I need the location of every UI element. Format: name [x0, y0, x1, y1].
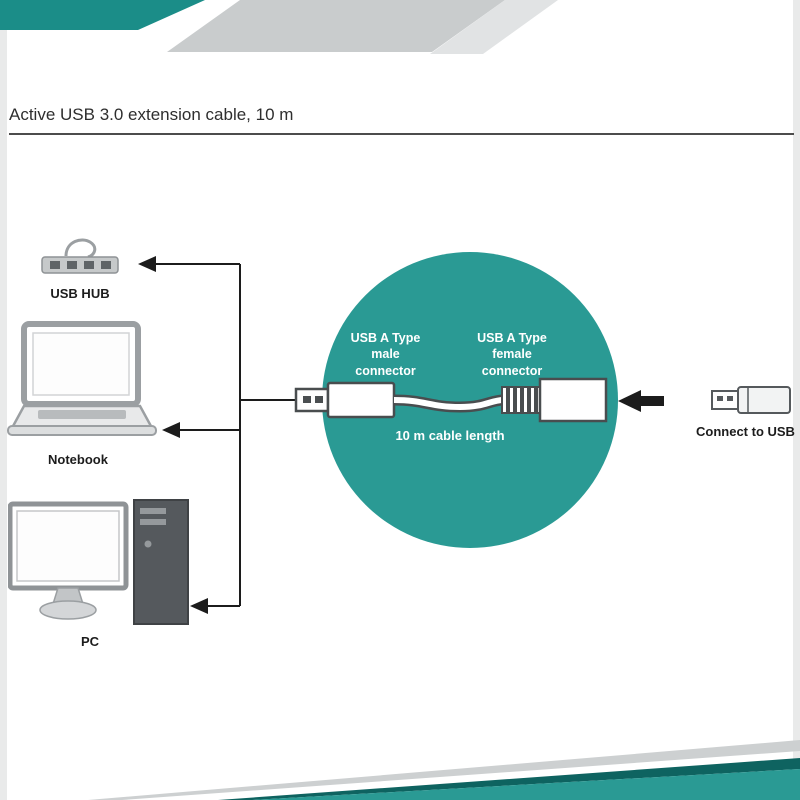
page-title: Active USB 3.0 extension cable, 10 m: [9, 105, 294, 124]
pc-label: PC: [80, 634, 100, 649]
footer-teal-shape: [252, 769, 800, 800]
arrow-left-connect-icon: [618, 390, 664, 412]
header-decoration: [0, 0, 558, 54]
female-connector-body: [538, 377, 608, 423]
right-edge-gutter: [793, 0, 800, 800]
arrow-left-notebook-icon: [162, 422, 180, 438]
header-gray-shape: [167, 0, 505, 52]
usb-hub-icon: [41, 238, 119, 274]
female-connector-label: USB A Type female connector: [477, 331, 547, 378]
cable-length-label: 10 m cable length: [395, 428, 505, 443]
connect-to-usb-label: Connect to USB: [696, 424, 795, 439]
footer-decoration: [88, 740, 800, 800]
male-connector-label: USB A Type male connector: [350, 331, 421, 378]
pc-icon: [8, 499, 189, 625]
usb-cable-icon: [294, 377, 608, 423]
usb-hub-label: USB HUB: [50, 286, 110, 301]
title-divider: [9, 133, 794, 135]
notebook-label: Notebook: [48, 452, 108, 467]
male-connector-body: [326, 381, 396, 419]
arrow-left-hub-icon: [138, 256, 156, 272]
footer-gray-shape: [88, 740, 800, 800]
header-teal-shape: [0, 0, 205, 30]
notebook-icon: [7, 321, 157, 436]
left-edge-gutter: [0, 0, 7, 800]
footer-dark-teal-shape: [218, 758, 800, 800]
header-light-gray-shape: [430, 0, 558, 54]
usb-plug-icon: [711, 386, 791, 414]
male-connector-shield: [294, 387, 330, 413]
